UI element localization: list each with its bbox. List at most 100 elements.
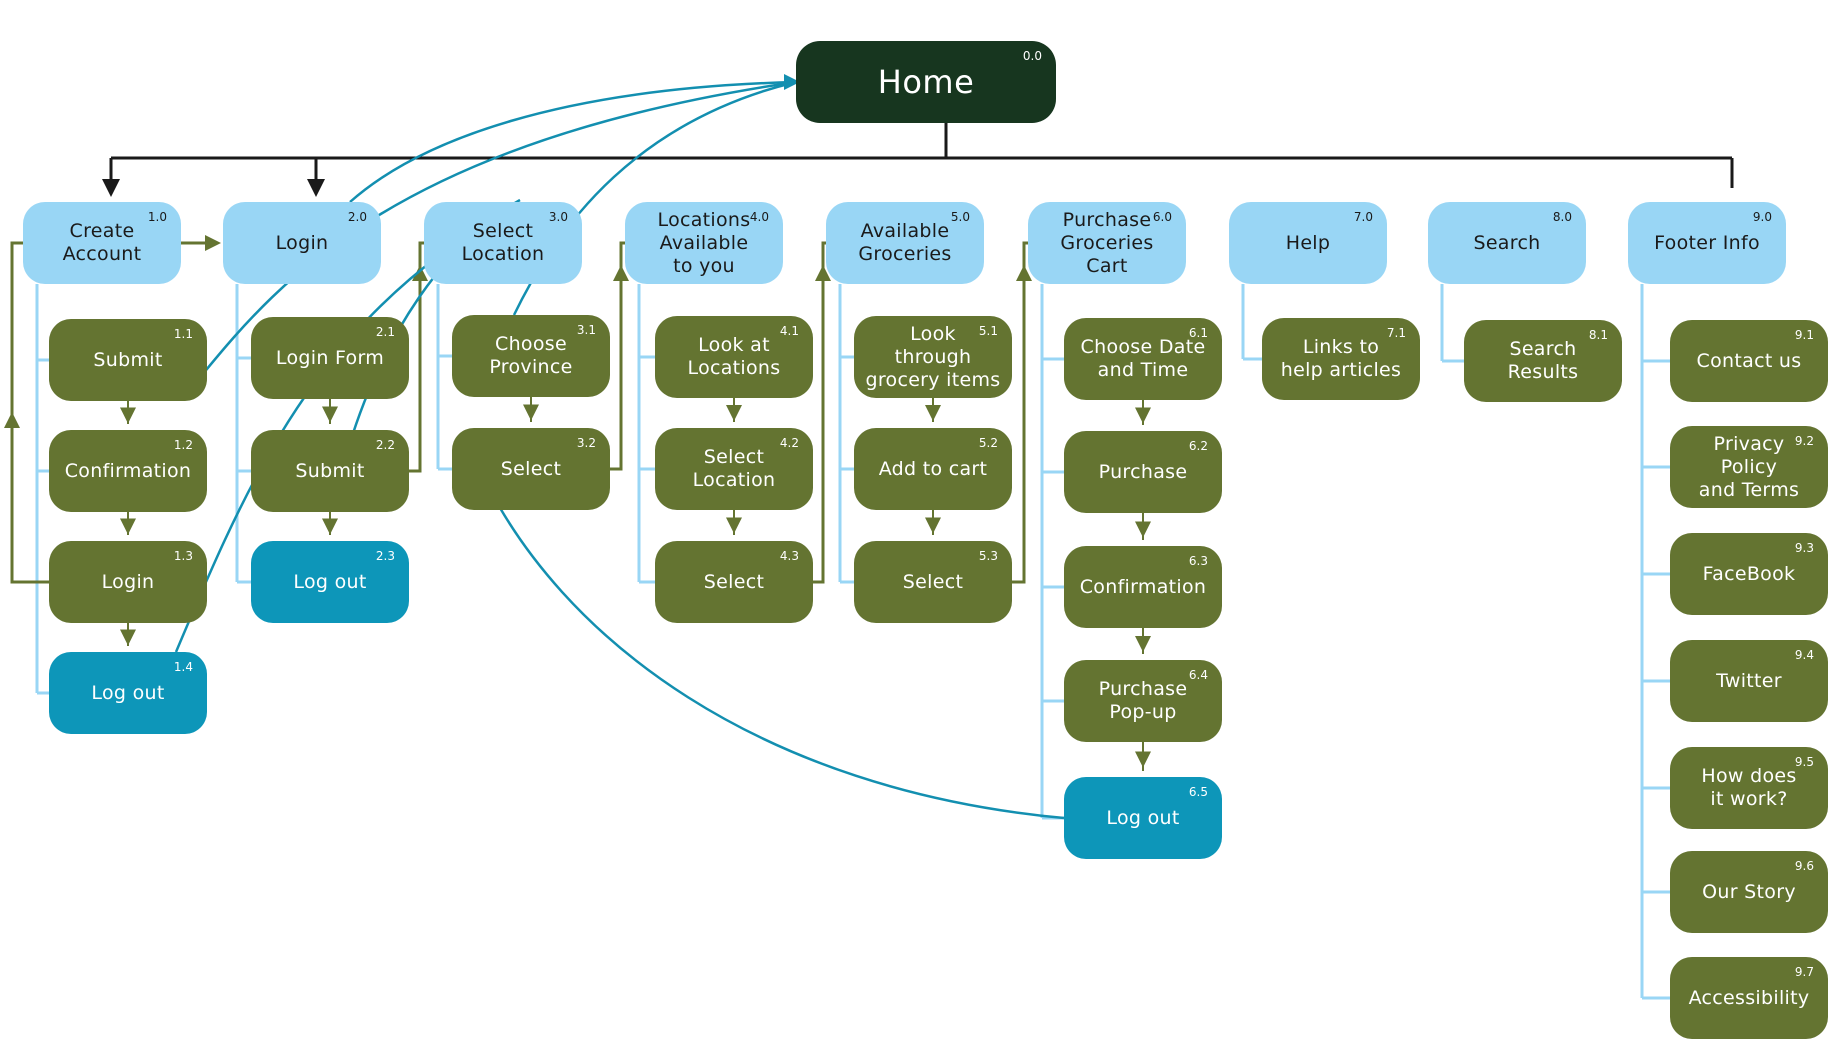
- node-label: Submit: [93, 348, 163, 371]
- node-label: Login: [275, 231, 329, 254]
- node-number: 6.5: [1188, 785, 1208, 799]
- page-accessibility[interactable]: Accessibility 9.7: [1670, 957, 1828, 1039]
- node-number: 1.0: [147, 210, 167, 224]
- node-label: Accessibility: [1688, 986, 1810, 1009]
- node-number: 9.3: [1794, 541, 1814, 555]
- node-label: Help: [1285, 231, 1331, 254]
- node-number: 4.3: [779, 549, 799, 563]
- arrow-down-icon: [523, 404, 539, 421]
- page-select[interactable]: Select 3.2: [452, 428, 610, 510]
- node-label: Login Form: [275, 346, 385, 369]
- node-label: Select Location: [461, 220, 545, 265]
- node-number: 3.2: [576, 436, 596, 450]
- node-number: 4.2: [779, 436, 799, 450]
- page-log-out[interactable]: Log out 2.3: [251, 541, 409, 623]
- arrow-up-icon: [613, 265, 629, 281]
- node-label: Contact us: [1696, 349, 1802, 372]
- return-home-curve: [201, 80, 797, 376]
- node-label: Log out: [91, 681, 165, 704]
- node-number: 4.0: [749, 210, 769, 224]
- return-home-curve: [349, 80, 797, 203]
- node-label: Select Location: [692, 446, 776, 491]
- node-label: Login: [101, 570, 155, 593]
- node-number: 1.1: [173, 327, 193, 341]
- page-search-results[interactable]: Search Results 8.1: [1464, 320, 1622, 402]
- node-number: 1.4: [173, 660, 193, 674]
- page-select[interactable]: Select 4.3: [655, 541, 813, 623]
- node-label: Search Results: [1507, 338, 1579, 383]
- node-number: 5.1: [978, 324, 998, 338]
- node-label: Select: [703, 570, 765, 593]
- node-number: 4.1: [779, 324, 799, 338]
- node-number: 2.3: [375, 549, 395, 563]
- node-number: 6.2: [1188, 439, 1208, 453]
- node-number: 8.1: [1588, 328, 1608, 342]
- home-node[interactable]: Home 0.0: [796, 41, 1056, 123]
- arrow-down-icon: [120, 629, 136, 646]
- node-label: Submit: [295, 459, 365, 482]
- page-log-out[interactable]: Log out 1.4: [49, 652, 207, 734]
- node-number: 6.3: [1188, 554, 1208, 568]
- arrow-down-icon: [925, 517, 941, 534]
- page-submit[interactable]: Submit 1.1: [49, 319, 207, 401]
- node-label: Select: [500, 457, 562, 480]
- node-number: 3.1: [576, 323, 596, 337]
- flow-connector: [1012, 241, 1028, 584]
- arrow-down-icon: [322, 518, 338, 535]
- node-number: 6.0: [1152, 210, 1172, 224]
- node-label: Add to cart: [878, 457, 988, 480]
- node-number: 8.0: [1552, 210, 1572, 224]
- node-number: 9.0: [1752, 210, 1772, 224]
- node-label: Purchase: [1098, 460, 1188, 483]
- node-number: 9.7: [1794, 965, 1814, 979]
- node-label: Choose Province: [489, 333, 573, 378]
- node-label: Log out: [293, 570, 367, 593]
- node-label: Home: [877, 62, 975, 101]
- arrow-up-icon: [1016, 265, 1032, 281]
- node-number: 9.2: [1794, 434, 1814, 448]
- flow-connector: [409, 241, 424, 473]
- arrow-down-icon: [1135, 751, 1151, 768]
